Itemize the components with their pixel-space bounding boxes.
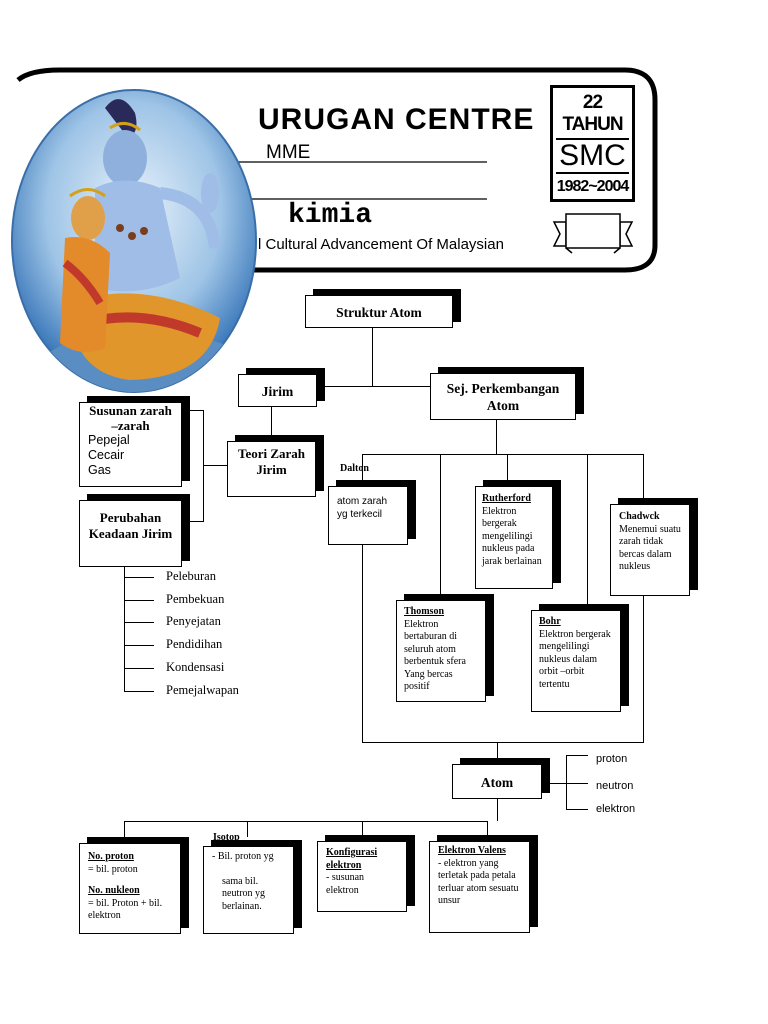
node-thomson: Thomson Elektron bertaburan di seluruh a… [396,600,486,702]
connector [507,454,508,486]
badge-period: 1982~2004 [556,178,630,195]
node-chadwick: Chadwck Menemui suatu zarah tidak bercas… [610,504,690,596]
particle-neutron: neutron [596,780,634,792]
connector [362,742,644,743]
node-bohr: Bohr Elektron bergerak mengelilingi nukl… [531,610,621,712]
node-rutherford: Rutherford Elektron bergerak mengeliling… [475,486,553,589]
connector [372,328,373,386]
thomson-title: Thomson [404,606,445,617]
connector [362,821,363,841]
connector [497,799,498,821]
connector [566,755,567,809]
node-perubahan-keadaan: Perubahan Keadaan Jirim [79,500,182,567]
node-jirim: Jirim [238,374,317,407]
isotop-line2: sama bil. neutron yg berlainan. [222,875,266,912]
node-atom: Atom [452,764,542,799]
dalton-heading: Dalton [340,463,369,474]
connector [566,809,588,810]
no-proton-title: No. proton [88,851,134,862]
connector [362,545,363,743]
connector [124,691,154,692]
node-elektron-valens: Elektron Valens - elektron yang terletak… [429,841,530,933]
bohr-text: Elektron bergerak mengelilingi nukleus d… [539,628,611,690]
connector [487,821,488,841]
subject-title: kimia [288,200,373,231]
connector [271,407,272,437]
isotop-line1: - Bil. proton yg [212,851,274,862]
node-struktur-atom: Struktur Atom [305,295,453,328]
no-proton-text: = bil. proton [88,863,138,875]
konfigurasi-title: Konfigurasi elektron [326,847,378,871]
connector [643,596,644,742]
chadwick-text: Menemui suatu zarah tidak bercas dalam n… [619,523,681,573]
process-item: Penyejatan [166,614,221,628]
programme-fragment: MME [266,142,311,163]
connector [124,645,154,646]
rutherford-text: Elektron bergerak mengelilingi nukleus p… [482,505,542,567]
connector [566,755,588,756]
susunan-title: Susunan zarah –zarah [89,403,172,433]
rutherford-title: Rutherford [482,493,531,504]
no-nukleon-title: No. nukleon [88,885,140,896]
valens-text: - elektron yang terletak pada petala ter… [438,857,519,907]
connector [362,454,363,486]
thomson-text: Elektron bertaburan di seluruh atom berb… [404,618,466,693]
isotop-title: Isotop [213,832,240,843]
chadwick-title: Chadwck [619,511,660,522]
node-teori-zarah: Teori Zarah Jirim [227,441,316,497]
connector [316,386,432,387]
connector [124,577,154,578]
no-nukleon-text: = bil. Proton + bil. elektron [88,897,163,922]
process-item: Pembekuan [166,592,225,606]
node-nombor-proton-nukleon: No. proton = bil. proton No. nukleon = b… [79,843,181,934]
connector [124,622,154,623]
state-gas: Gas [88,463,111,477]
anniversary-badge: 22 TAHUN SMC 1982~2004 [550,85,635,202]
connector [542,783,588,784]
connector [362,454,643,455]
connector [247,821,248,837]
badge-years: 22 TAHUN [562,92,623,135]
node-sejarah: Sej. Perkembangan Atom [430,373,576,420]
scroll-ribbon-icon [552,213,634,254]
connector [182,521,204,522]
dalton-text: atom zarah yg terkecil [337,496,388,520]
node-dalton: atom zarah yg terkecil [328,486,408,545]
state-solid: Pepejal [88,433,130,447]
connector [124,600,154,601]
connector [182,410,204,411]
header-subtitle: l Cultural Advancement Of Malaysian [258,236,504,253]
process-item: Pemejalwapan [166,683,239,697]
process-item: Peleburan [166,569,216,583]
process-item: Pendidihan [166,637,223,651]
node-susunan-zarah: Susunan zarah –zarah Pepejal Cecair Gas [79,402,182,487]
konfigurasi-text: - susunan elektron [326,872,365,896]
centre-name: URUGAN CENTRE [258,103,535,136]
process-item: Kondensasi [166,660,225,674]
connector [643,454,644,504]
connector [124,567,125,691]
node-isotop: - Bil. proton yg sama bil. neutron yg be… [203,846,294,934]
particle-proton: proton [596,753,628,765]
connector [496,420,497,454]
connector [497,742,498,764]
connector [203,465,227,466]
connector [440,454,441,600]
connector [587,454,588,610]
bohr-title: Bohr [539,616,561,627]
connector [124,821,488,822]
particle-elektron: elektron [596,803,636,815]
state-liquid: Cecair [88,448,125,462]
connector [124,821,125,843]
node-konfigurasi-elektron: Konfigurasi elektron - susunan elektron [317,841,407,912]
valens-title: Elektron Valens [438,845,506,856]
deity-illustration [11,89,257,393]
badge-smc: SMC [556,138,629,174]
connector [124,668,154,669]
